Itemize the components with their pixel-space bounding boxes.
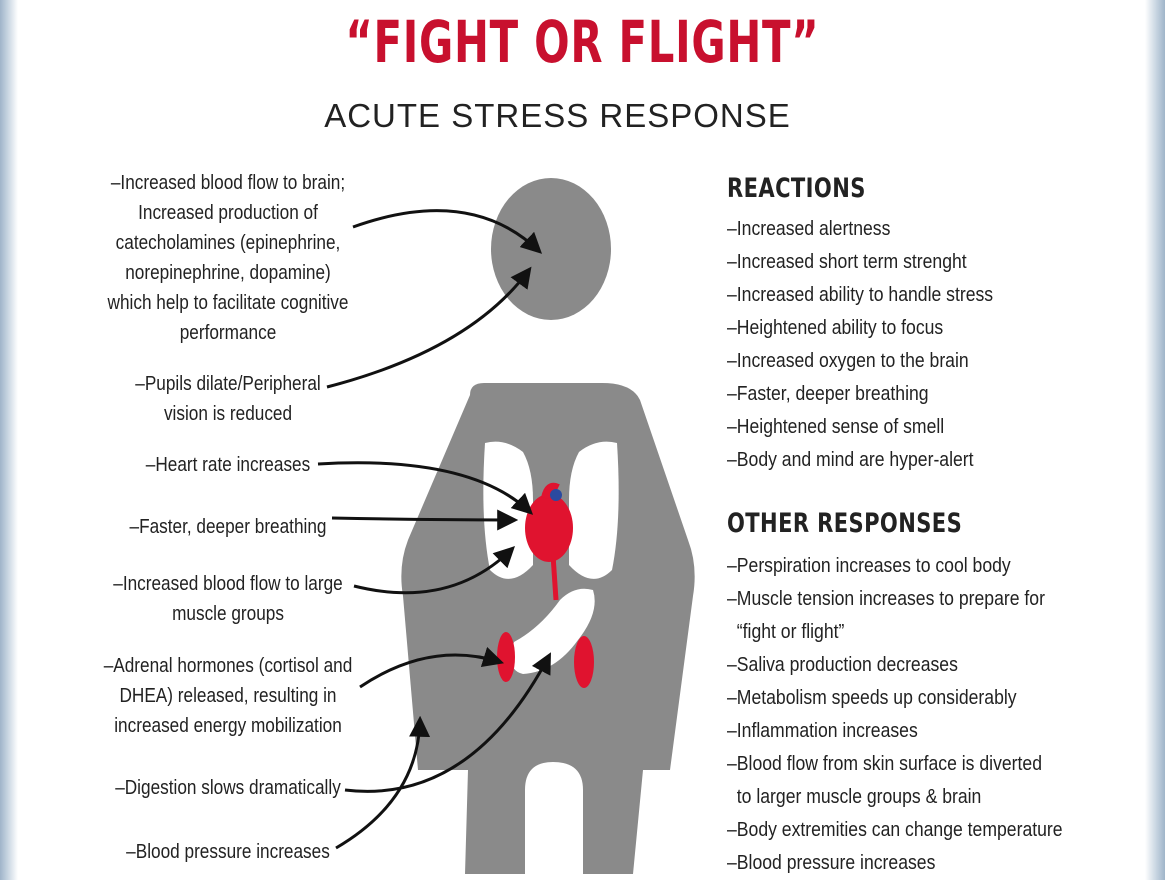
list-item: –Increased ability to handle stress	[727, 279, 993, 312]
head-shape	[491, 178, 611, 320]
reactions-heading: REACTIONS	[727, 173, 866, 204]
list-item: –Increased alertness	[727, 213, 993, 246]
left-label-line: –Blood pressure increases	[99, 837, 357, 867]
left-label-line: –Adrenal hormones (cortisol and	[99, 651, 357, 681]
list-item: –Saliva production decreases	[727, 649, 1063, 682]
left-label-0: –Increased blood flow to brain;Increased…	[99, 168, 357, 348]
left-label-2: –Heart rate increases	[99, 450, 357, 480]
left-label-line: –Increased blood flow to large	[99, 569, 357, 599]
left-label-line: –Faster, deeper breathing	[99, 512, 357, 542]
heart-vessel	[553, 555, 556, 600]
list-item: –Increased oxygen to the brain	[727, 345, 993, 378]
left-kidney	[497, 632, 515, 682]
list-item: –Body extremities can change temperature	[727, 814, 1063, 847]
left-label-line: increased energy mobilization	[99, 711, 357, 741]
left-label-line: –Heart rate increases	[99, 450, 357, 480]
left-label-line: vision is reduced	[99, 399, 357, 429]
list-item: –Body and mind are hyper-alert	[727, 444, 993, 477]
left-label-6: –Digestion slows dramatically	[99, 773, 357, 803]
left-label-line: performance	[99, 318, 357, 348]
list-item: –Faster, deeper breathing	[727, 378, 993, 411]
list-item: –Increased short term strenght	[727, 246, 993, 279]
list-item: –Heightened sense of smell	[727, 411, 993, 444]
reactions-list: –Increased alertness–Increased short ter…	[727, 213, 993, 477]
list-item: “fight or flight”	[727, 616, 1063, 649]
left-label-line: –Digestion slows dramatically	[99, 773, 357, 803]
arrow-pupils	[327, 270, 529, 387]
left-label-line: –Pupils dilate/Peripheral	[99, 369, 357, 399]
right-lung	[569, 442, 619, 579]
list-item: –Perspiration increases to cool body	[727, 550, 1063, 583]
other-responses-heading: OTHER RESPONSES	[727, 508, 962, 539]
list-item: –Muscle tension increases to prepare for	[727, 583, 1063, 616]
left-label-line: catecholamines (epinephrine,	[99, 228, 357, 258]
left-label-7: –Blood pressure increases	[99, 837, 357, 867]
left-label-3: –Faster, deeper breathing	[99, 512, 357, 542]
list-item: –Blood pressure increases	[727, 847, 1063, 880]
heart	[525, 494, 573, 562]
list-item: –Blood flow from skin surface is diverte…	[727, 748, 1063, 781]
heart-blue-vessel	[550, 489, 562, 501]
left-label-line: muscle groups	[99, 599, 357, 629]
left-label-line: DHEA) released, resulting in	[99, 681, 357, 711]
list-item: to larger muscle groups & brain	[727, 781, 1063, 814]
left-label-line: –Increased blood flow to brain;	[99, 168, 357, 198]
other-responses-list: –Perspiration increases to cool body–Mus…	[727, 550, 1063, 880]
left-label-line: which help to facilitate cognitive	[99, 288, 357, 318]
list-item: –Inflammation increases	[727, 715, 1063, 748]
left-label-line: norepinephrine, dopamine)	[99, 258, 357, 288]
right-kidney	[574, 636, 594, 688]
left-label-line: Increased production of	[99, 198, 357, 228]
left-lung	[483, 442, 533, 579]
list-item: –Heightened ability to focus	[727, 312, 993, 345]
list-item: –Metabolism speeds up considerably	[727, 682, 1063, 715]
